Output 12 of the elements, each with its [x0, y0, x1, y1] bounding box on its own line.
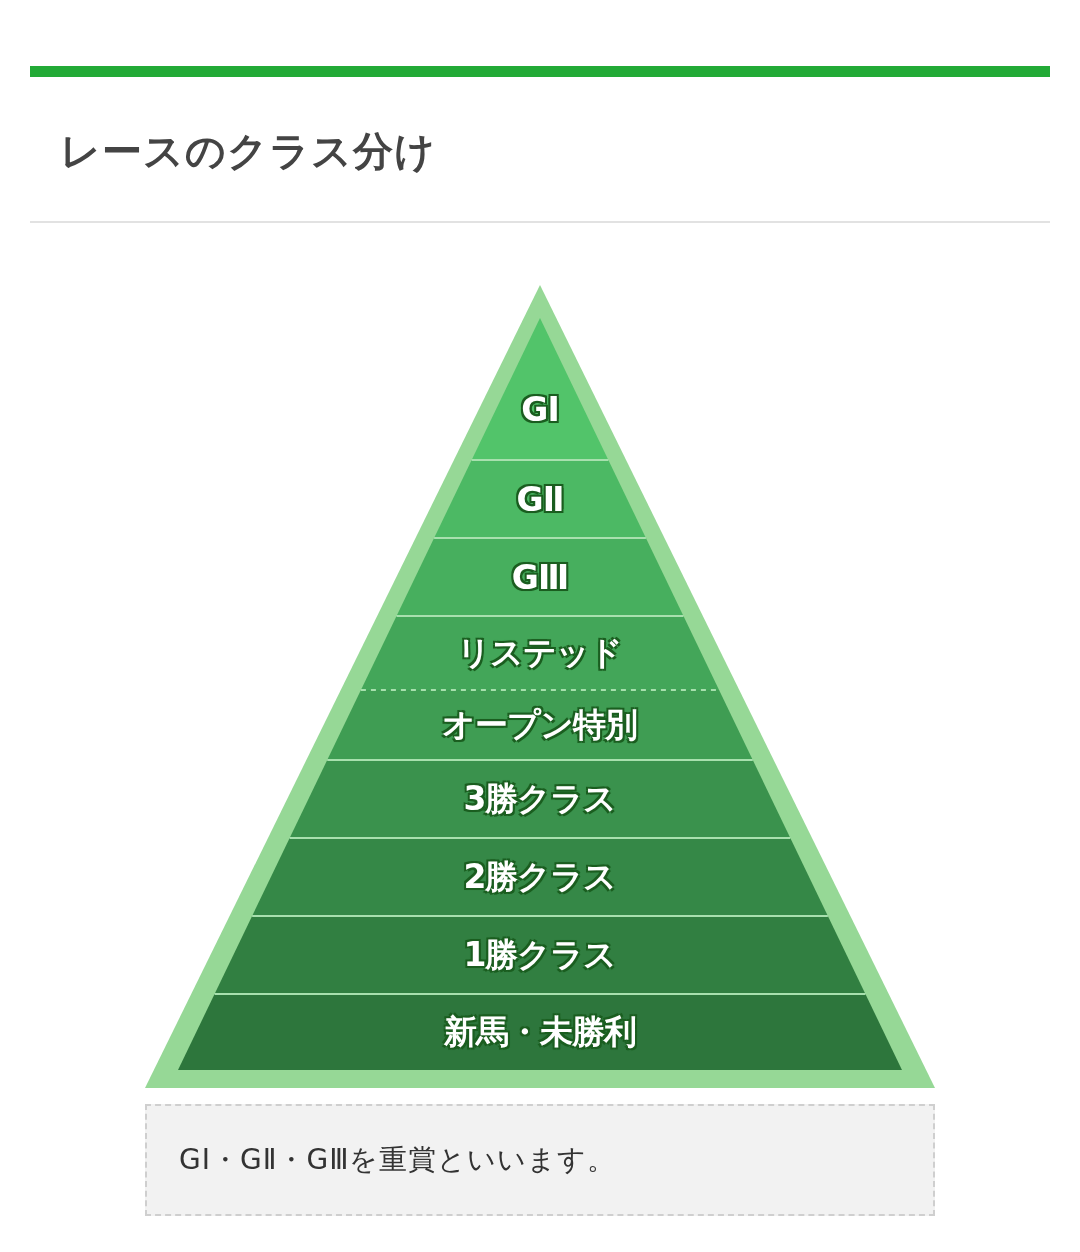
tier-label: リステッド	[457, 631, 623, 674]
tier-label: 2勝クラス	[463, 855, 617, 898]
tier-label: 1勝クラス	[463, 933, 617, 976]
tier-label: GⅡ	[516, 479, 564, 519]
tier-label: 新馬・未勝利	[444, 1010, 636, 1053]
tier-label: GⅢ	[511, 557, 569, 597]
tier-label: 3勝クラス	[463, 777, 617, 820]
page-title: レースのクラス分け	[60, 127, 436, 176]
tier-label: オープン特別	[442, 703, 638, 746]
tier-label: GⅠ	[521, 389, 559, 429]
note-text: GⅠ・GⅡ・GⅢを重賞といいます。	[179, 1142, 617, 1178]
note-box	[145, 1104, 935, 1216]
